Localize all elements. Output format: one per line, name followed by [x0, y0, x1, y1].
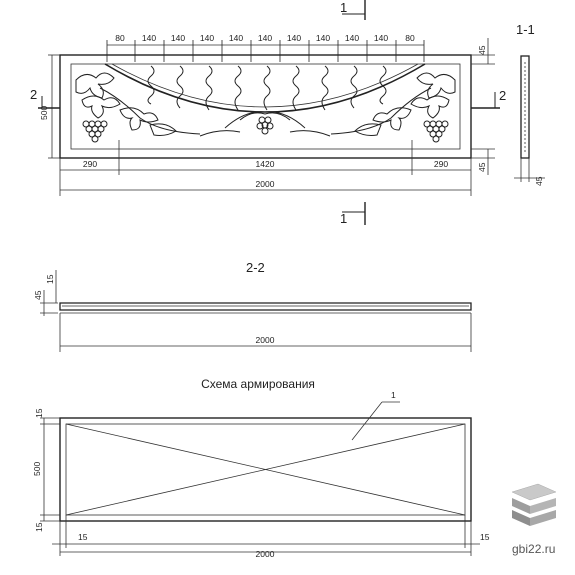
- top-dim-10: 140: [374, 33, 388, 43]
- right-bottom-45: 45: [477, 162, 487, 172]
- top-dim-8: 140: [316, 33, 330, 43]
- reinforcement-scheme: Схема армирования 1 15 500 15 15 15 2000: [32, 377, 490, 559]
- watermark-logo: [511, 483, 557, 526]
- section-2-right-label: 2: [499, 88, 506, 103]
- height-dimension: 500: [39, 54, 60, 159]
- panel-inner-frame: [70, 63, 461, 150]
- panel-outline: [59, 54, 472, 159]
- section-marker-bottom: 1: [340, 202, 366, 226]
- top-dim-5: 140: [229, 33, 243, 43]
- reinforcement-right-cover: 15: [480, 532, 490, 542]
- height-label: 500: [39, 106, 49, 120]
- bottom-dim-right: 290: [434, 159, 448, 169]
- section-1-1: 1-1 45: [514, 22, 545, 186]
- reinforcement-height: 500: [32, 462, 42, 476]
- section-2-2-dim-45: 45: [33, 290, 43, 300]
- reinforcement-bottom-cover: 15: [34, 522, 44, 532]
- panel-arch-inner: [111, 63, 419, 108]
- top-dim-6: 140: [258, 33, 272, 43]
- section-2-2-length: 2000: [256, 335, 275, 345]
- front-view: 80 140 140 140 140 140 140 140 140 140 8…: [30, 0, 506, 226]
- top-dim-11: 80: [405, 33, 415, 43]
- watermark-text: gbi22.ru: [512, 542, 555, 556]
- reinforcement-length: 2000: [256, 549, 275, 559]
- section-1-bottom-label: 1: [340, 211, 347, 226]
- reinforcement-left-cover: 15: [78, 532, 88, 542]
- top-dim-1: 80: [115, 33, 125, 43]
- section-marker-top: 1: [340, 0, 366, 20]
- section-1-1-thickness: 45: [534, 176, 544, 186]
- reinforcement-callout: 1: [391, 390, 396, 400]
- section-2-2: 2-2 45 15 2000: [33, 260, 472, 352]
- section-marker-right: 2: [471, 88, 506, 109]
- section-1-1-title: 1-1: [516, 22, 535, 37]
- top-dim-7: 140: [287, 33, 301, 43]
- overall-width: 2000: [256, 179, 275, 189]
- reinforcement-top-cover: 15: [34, 408, 44, 418]
- reinforcement-title: Схема армирования: [201, 377, 315, 391]
- bottom-dim-center: 1420: [256, 159, 275, 169]
- section-2-2-title: 2-2: [246, 260, 265, 275]
- section-2-left-label: 2: [30, 87, 37, 102]
- section-2-2-dim-15: 15: [45, 274, 55, 284]
- section-marker-left: 2: [30, 87, 60, 109]
- top-dim-2: 140: [142, 33, 156, 43]
- right-dims: 45 45: [471, 38, 495, 175]
- balusters: [147, 65, 387, 111]
- bottom-dim-left: 290: [83, 159, 97, 169]
- bottom-dimension-chain: 290 1420 290 2000: [59, 140, 472, 196]
- section-1-top-label: 1: [340, 0, 347, 15]
- top-dim-4: 140: [200, 33, 214, 43]
- right-top-45: 45: [477, 45, 487, 55]
- ornament-left: [75, 72, 201, 143]
- top-dim-9: 140: [345, 33, 359, 43]
- top-dim-3: 140: [171, 33, 185, 43]
- ornament-right: [330, 72, 456, 143]
- ornament-center: [199, 111, 331, 137]
- top-dimension-chain: 80 140 140 140 140 140 140 140 140 140 8…: [106, 33, 425, 62]
